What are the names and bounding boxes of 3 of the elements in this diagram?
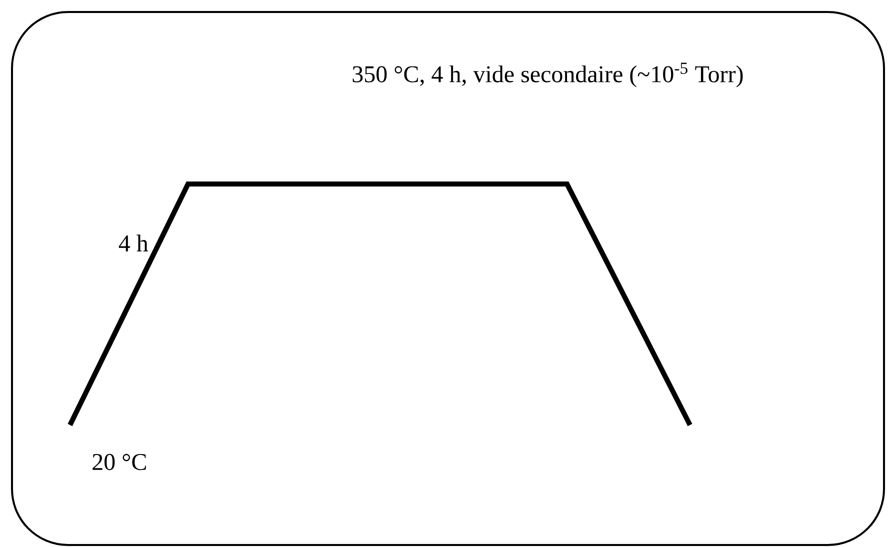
temperature-label: 20 °C bbox=[92, 454, 146, 470]
heading-label: 350 °C, 4 h, vide secondaire (~10$^{-5}$ Torr) bbox=[352, 62, 743, 88]
duration-label: 4 h bbox=[118, 234, 148, 252]
